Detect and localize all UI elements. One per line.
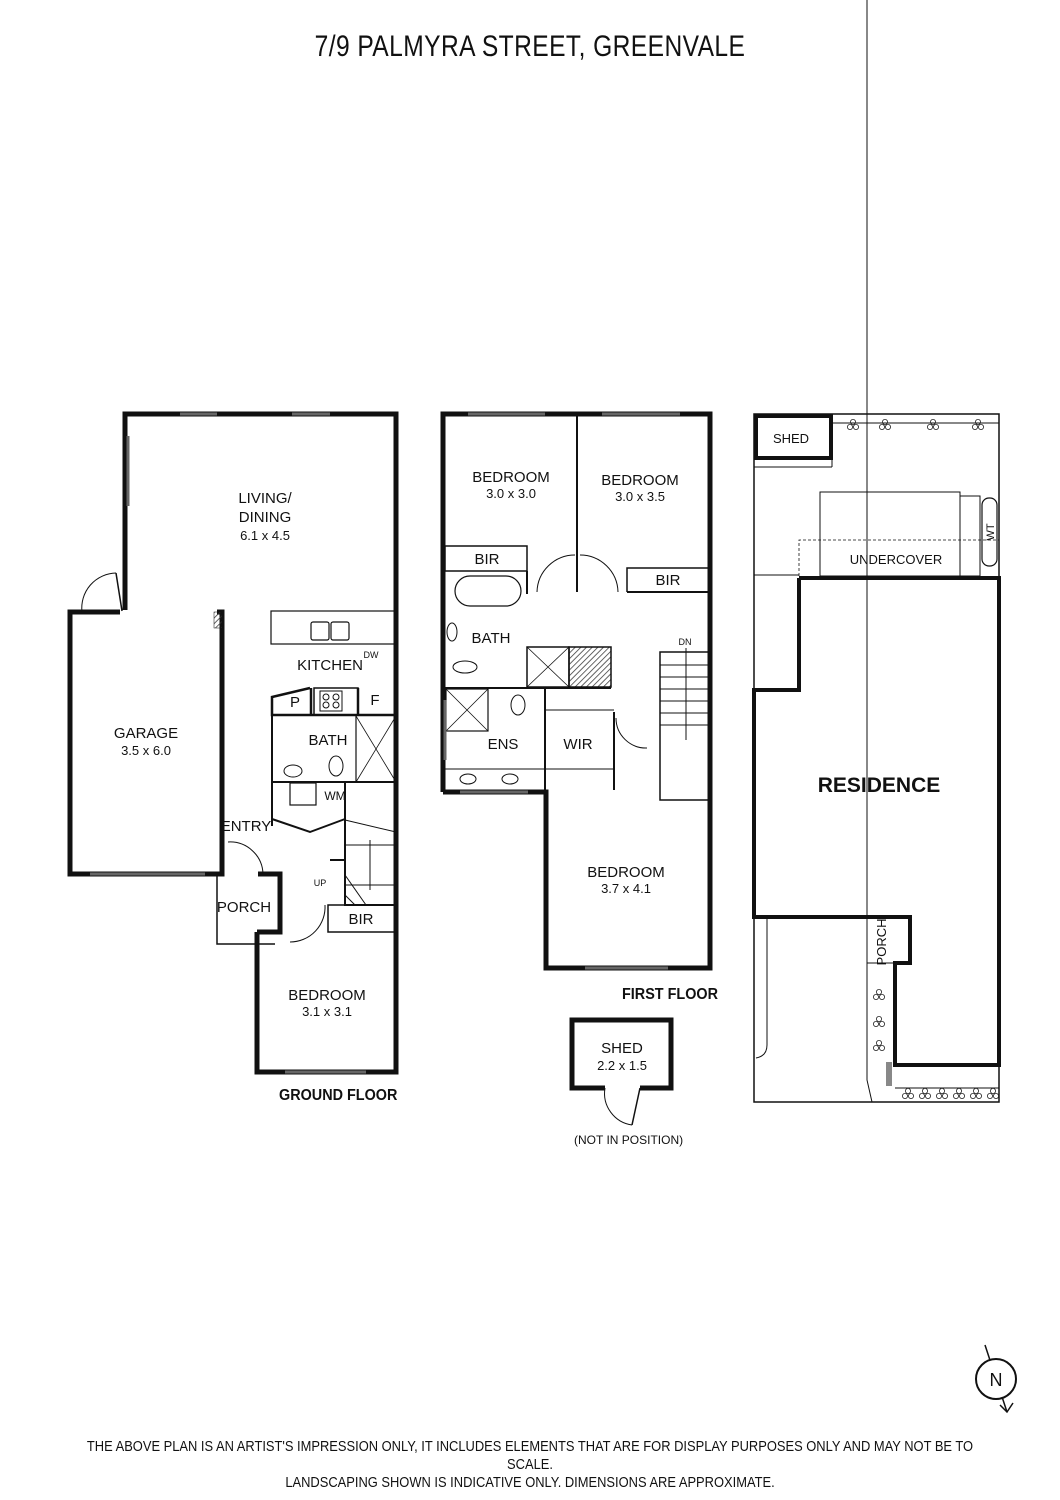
bedroom2-label: BEDROOM <box>601 472 679 489</box>
site-plan <box>752 0 1001 1103</box>
disclaimer-line-2: LANDSCAPING SHOWN IS INDICATIVE ONLY. DI… <box>285 1474 775 1491</box>
bedroom1-dims: 3.0 x 3.0 <box>486 486 536 501</box>
ground-floor-plan <box>67 411 399 1075</box>
wir-label: WIR <box>563 736 592 753</box>
bedroom3-label: BEDROOM <box>587 864 665 881</box>
ground-floor-label: GROUND FLOOR <box>279 1087 398 1104</box>
ground-bedroom-label: BEDROOM <box>288 987 366 1004</box>
ground-bath-label: BATH <box>309 732 348 749</box>
residence-label: RESIDENCE <box>818 774 941 797</box>
ens-label: ENS <box>488 736 519 753</box>
dw-label: DW <box>364 650 379 660</box>
garage-label: GARAGE <box>114 725 178 742</box>
first-floor-plan <box>440 411 713 971</box>
bedroom1-label: BEDROOM <box>472 469 550 486</box>
bedroom3-dims: 3.7 x 4.1 <box>601 881 651 896</box>
dn-label: DN <box>679 637 692 647</box>
up-label: UP <box>314 878 327 888</box>
bir2-label: BIR <box>655 572 680 589</box>
entry-label: ENTRY <box>221 818 272 835</box>
ground-bir-label: BIR <box>348 911 373 928</box>
fridge-label: F <box>370 692 379 709</box>
ground-bedroom-dims: 3.1 x 3.1 <box>302 1004 352 1019</box>
site-porch-label: PORCH <box>874 919 889 966</box>
page-title: 7/9 PALMYRA STREET, GREENVALE <box>314 30 746 63</box>
kitchen-label: KITCHEN <box>297 657 363 674</box>
bir1-label: BIR <box>474 551 499 568</box>
first-bath-label: BATH <box>472 630 511 647</box>
undercover-label: UNDERCOVER <box>850 552 942 567</box>
compass-letter: N <box>990 1370 1003 1390</box>
living-label-2: DINING <box>239 509 292 526</box>
first-floor-label: FIRST FLOOR <box>622 986 718 1003</box>
living-dims: 6.1 x 4.5 <box>240 528 290 543</box>
porch-label: PORCH <box>217 899 271 916</box>
shed-label: SHED <box>601 1040 643 1057</box>
shed-note: (NOT IN POSITION) <box>574 1133 684 1147</box>
shed-plan <box>569 1017 674 1126</box>
wm-label: WM <box>324 789 345 803</box>
shed-dims: 2.2 x 1.5 <box>597 1058 647 1073</box>
wt-label: WT <box>985 523 997 540</box>
bedroom2-dims: 3.0 x 3.5 <box>615 489 665 504</box>
garage-dims: 3.5 x 6.0 <box>121 743 171 758</box>
pantry-label: P <box>290 694 300 711</box>
living-label-1: LIVING/ <box>238 490 292 507</box>
site-shed-label: SHED <box>773 431 809 446</box>
disclaimer-line-1: THE ABOVE PLAN IS AN ARTIST'S IMPRESSION… <box>86 1438 974 1473</box>
disclaimer: THE ABOVE PLAN IS AN ARTIST'S IMPRESSION… <box>74 1438 986 1492</box>
compass-icon <box>975 1344 1017 1414</box>
